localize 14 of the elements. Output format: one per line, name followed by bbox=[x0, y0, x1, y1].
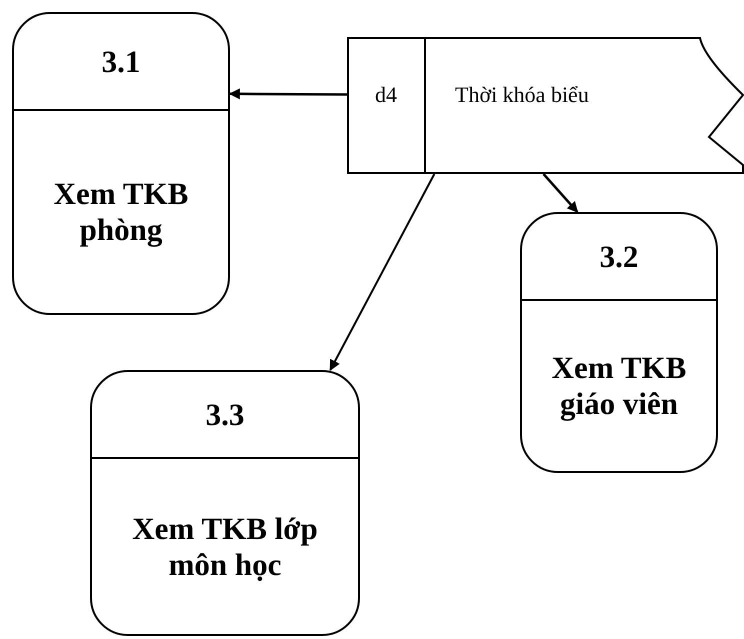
process-name: Xem TKB lớp môn học bbox=[131, 510, 319, 582]
process-number: 3.2 bbox=[600, 238, 638, 274]
arrow bbox=[542, 173, 578, 213]
data-store-id: d4 bbox=[375, 82, 397, 108]
arrow bbox=[228, 88, 347, 100]
process-number: 3.3 bbox=[206, 396, 244, 432]
data-store-name: Thời khóa biểu bbox=[455, 82, 589, 108]
process-name: Xem TKB giáo viên bbox=[550, 350, 688, 422]
process-box bbox=[12, 12, 230, 315]
process-name: Xem TKB phòng bbox=[52, 176, 190, 248]
process-box bbox=[520, 212, 718, 473]
arrow bbox=[329, 174, 436, 371]
process-box bbox=[90, 370, 360, 636]
process-number: 3.1 bbox=[102, 44, 140, 80]
